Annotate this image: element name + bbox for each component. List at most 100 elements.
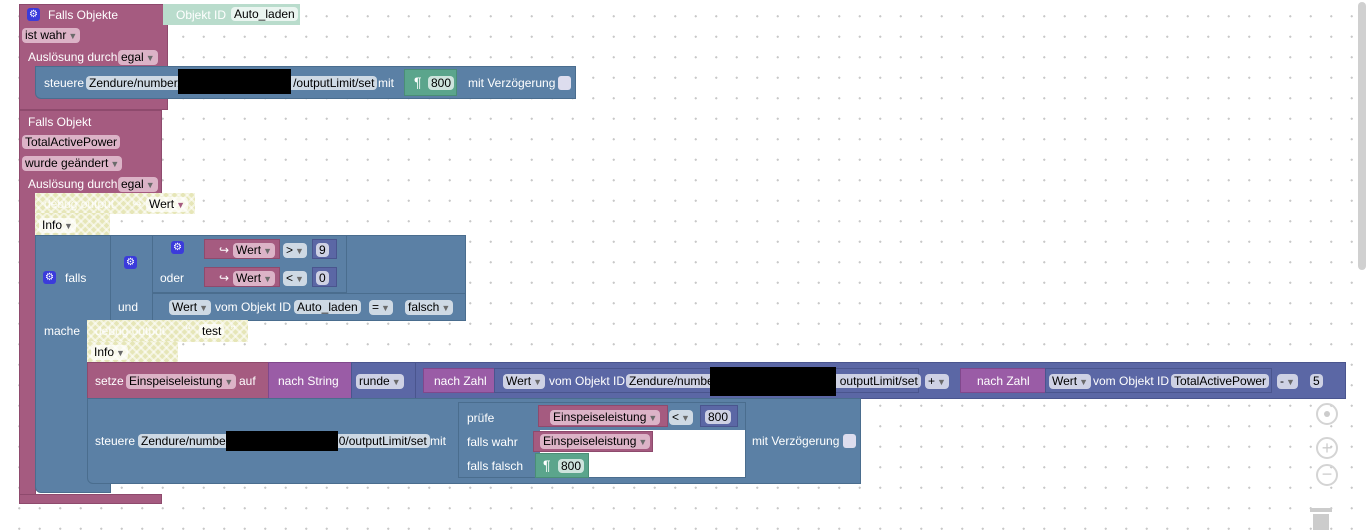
text-field[interactable]: test — [199, 324, 225, 338]
gear-icon[interactable]: ⚙ — [43, 271, 56, 284]
to-number-block[interactable] — [423, 368, 495, 393]
to-string-block[interactable] — [268, 362, 352, 399]
level-dropdown[interactable]: Info▼ — [91, 345, 128, 360]
return-icon: ↪ — [132, 197, 143, 211]
attribute-dropdown[interactable]: Wert▼ — [169, 300, 212, 315]
object-id-field[interactable]: Auto_laden — [294, 300, 361, 314]
operator-dropdown[interactable]: -▼ — [1277, 374, 1298, 389]
dropdown-arrow-icon: ▼ — [199, 303, 209, 313]
attribute-dropdown[interactable]: Wert▼ — [503, 374, 546, 389]
delay-checkbox[interactable] — [843, 434, 856, 448]
operator-value: + — [928, 374, 936, 388]
dropdown-arrow-icon: ▼ — [295, 274, 304, 284]
if-label: falls — [65, 271, 87, 285]
round-dropdown[interactable]: runde▼ — [356, 374, 404, 389]
quote-open-icon: “ — [185, 323, 191, 337]
variable-dropdown[interactable]: Einspeiseleistung▼ — [550, 410, 661, 425]
number-field[interactable]: 9 — [316, 243, 329, 257]
variable-dropdown[interactable]: Wert▼ — [146, 197, 189, 212]
variable-dropdown[interactable]: Einspeiseleistung▼ — [540, 434, 651, 449]
variable-dropdown[interactable]: Wert▼ — [233, 271, 276, 286]
recenter-icon[interactable] — [1316, 403, 1338, 425]
boolean-value: falsch — [408, 300, 440, 314]
dropdown-arrow-icon: ▼ — [68, 31, 78, 41]
operator-dropdown[interactable]: <▼ — [669, 410, 693, 425]
trigger-dropdown[interactable]: egal▼ — [118, 50, 158, 65]
operator-dropdown[interactable]: <▼ — [283, 271, 307, 286]
event-block-bottom — [19, 494, 162, 504]
path-start: Zendure/numbe — [141, 434, 226, 448]
operator-value: < — [672, 410, 680, 424]
delay-checkbox[interactable] — [558, 76, 571, 90]
redaction — [226, 431, 338, 451]
object-id-label: Objekt ID — [176, 8, 227, 22]
to-string-label: nach String — [278, 374, 339, 388]
dropdown-arrow-icon: ▼ — [110, 159, 120, 169]
gear-icon[interactable]: ⚙ — [124, 256, 137, 269]
variable-dropdown[interactable]: Einspeiseleistung▼ — [126, 374, 237, 389]
to-number-label: nach Zahl — [434, 374, 487, 388]
operator-dropdown[interactable]: >▼ — [283, 243, 307, 258]
dropdown-arrow-icon: ▼ — [638, 437, 648, 447]
to-number-block[interactable] — [960, 368, 1046, 393]
set-label: setze — [95, 374, 124, 388]
dropdown-arrow-icon: ▼ — [391, 377, 401, 387]
boolean-dropdown[interactable]: falsch▼ — [405, 300, 454, 315]
number-field[interactable]: 0 — [316, 271, 329, 285]
dropdown-arrow-icon: ▼ — [1079, 377, 1089, 387]
do-label: mache — [44, 324, 81, 338]
object-id-field[interactable]: Auto_laden — [231, 7, 298, 21]
variable-dropdown[interactable]: Wert▼ — [233, 243, 276, 258]
attribute-value: Wert — [172, 300, 198, 314]
dropdown-arrow-icon: ▼ — [224, 377, 234, 387]
path-end: /outputLimit/set — [293, 76, 375, 90]
dropdown-arrow-icon: ▼ — [116, 348, 125, 358]
dropdown-arrow-icon: ▼ — [145, 180, 155, 190]
object-field[interactable]: TotalActivePower — [22, 135, 121, 149]
event-dropdown[interactable]: wurde geändert▼ — [22, 156, 123, 171]
path-end: outputLimit/set — [839, 374, 918, 388]
object-id-field[interactable]: TotalActivePower — [1171, 374, 1270, 388]
event-block-spine — [19, 193, 36, 503]
block-title: Falls Objekt — [28, 115, 92, 129]
if-true-label: falls wahr — [467, 435, 518, 449]
with-label: mit — [378, 76, 394, 90]
trigger-value: egal — [121, 50, 144, 64]
number-field[interactable]: 800 — [558, 459, 585, 473]
condition-dropdown[interactable]: ist wahr▼ — [22, 28, 81, 43]
number-field[interactable]: 800 — [705, 410, 732, 424]
dropdown-arrow-icon: ▼ — [295, 246, 304, 256]
variable-value: Wert — [236, 271, 262, 285]
gear-icon[interactable]: ⚙ — [171, 241, 184, 254]
condition-value: ist wahr — [25, 28, 67, 42]
control-label: steuere — [44, 76, 85, 90]
level-value: Info — [42, 218, 63, 232]
if-false-label: falls falsch — [467, 459, 524, 473]
trigger-dropdown[interactable]: egal▼ — [118, 177, 158, 192]
control-block[interactable] — [35, 66, 576, 99]
vertical-scrollbar[interactable] — [1358, 2, 1366, 270]
dropdown-arrow-icon: ▼ — [441, 303, 451, 313]
operator-dropdown[interactable]: +▼ — [925, 374, 949, 389]
dropdown-arrow-icon: ▼ — [381, 303, 390, 313]
operator-value: - — [1280, 374, 1284, 388]
dropdown-arrow-icon: ▼ — [648, 413, 658, 423]
dropdown-arrow-icon: ▼ — [145, 53, 155, 63]
number-field[interactable]: 5 — [1310, 374, 1323, 388]
dropdown-arrow-icon: ▼ — [64, 221, 73, 231]
attribute-dropdown[interactable]: Wert▼ — [1049, 374, 1092, 389]
zoom-out-icon[interactable]: − — [1316, 464, 1338, 486]
operator-value: < — [286, 271, 294, 285]
debug-label: debug output — [95, 324, 166, 338]
operator-dropdown[interactable]: =▼ — [369, 300, 393, 315]
redaction — [710, 367, 836, 396]
level-dropdown[interactable]: Info▼ — [39, 218, 76, 233]
path-end: 0/outputLimit/set — [338, 434, 427, 448]
operator-value: > — [286, 243, 294, 257]
zoom-in-icon[interactable]: + — [1316, 437, 1338, 459]
from-object-label: vom Objekt ID — [549, 374, 626, 388]
trash-icon[interactable] — [1304, 508, 1338, 530]
gear-icon[interactable]: ⚙ — [27, 8, 40, 21]
trigger-label: Auslösung durch — [28, 177, 118, 191]
number-field[interactable]: 800 — [428, 76, 455, 90]
